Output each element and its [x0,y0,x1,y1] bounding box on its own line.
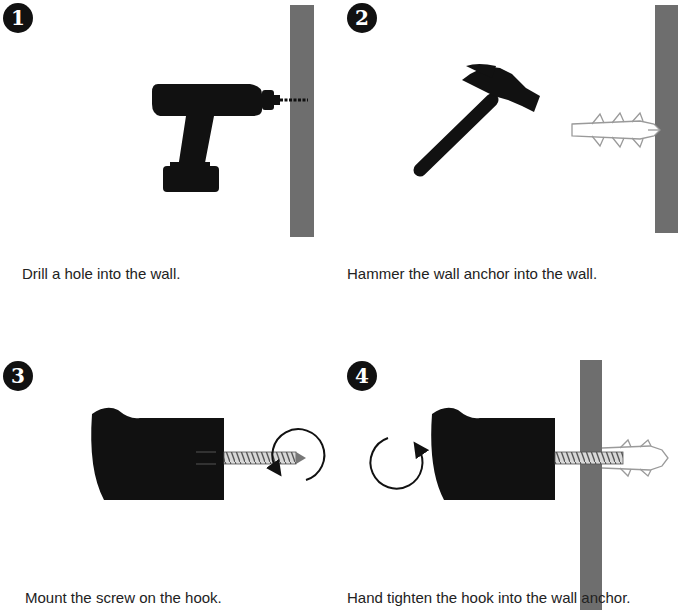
step-number: 3 [3,361,33,391]
hammer [420,64,540,170]
drill-bit [280,99,308,102]
wall [290,5,314,237]
step-number: 1 [3,3,33,33]
rotate-arrow [370,438,422,489]
step-number: 4 [347,361,377,391]
step-caption: Hammer the wall anchor into the wall. [347,265,597,283]
step-number-text: 2 [355,8,369,28]
wall-anchor [572,113,660,147]
rotate-arrow [272,429,324,480]
step-number-text: 4 [355,366,369,386]
step-caption: Mount the screw on the hook. [25,589,222,607]
step-number: 2 [347,3,377,33]
hook [431,408,555,500]
wall [580,360,602,610]
wall [655,5,678,233]
step-number-text: 3 [11,366,25,386]
hook [91,408,224,500]
screw [224,452,296,464]
screw [555,452,623,464]
wall-anchor [602,440,668,476]
step-number-text: 1 [11,8,25,28]
drill [152,84,280,192]
step-caption: Drill a hole into the wall. [22,265,180,283]
step-caption: Hand tighten the hook into the wall anch… [347,589,631,607]
